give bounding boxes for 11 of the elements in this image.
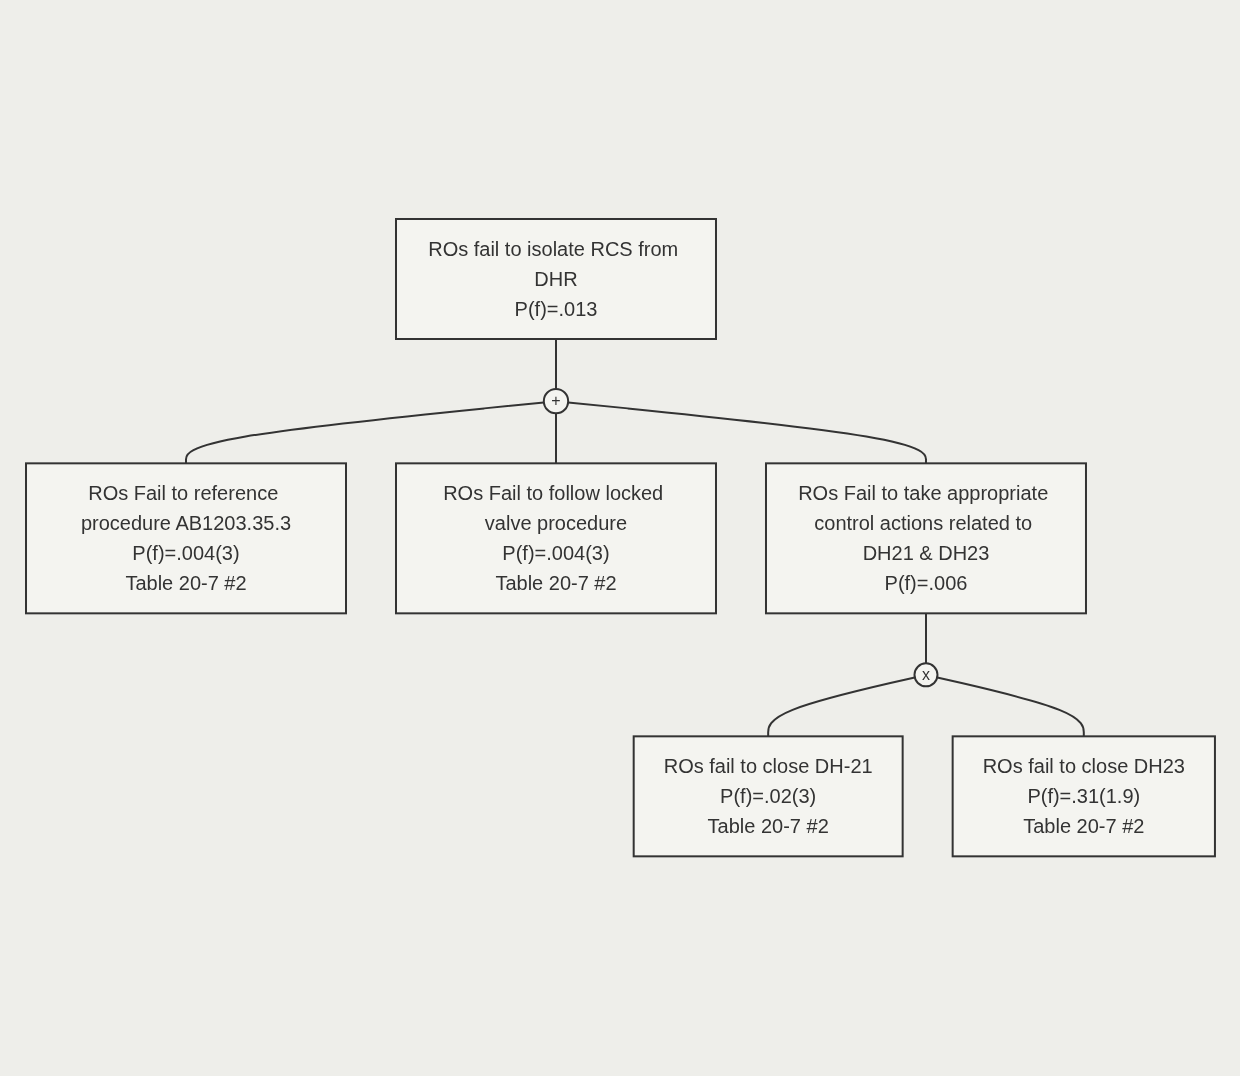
node-box: ROs Fail to reference procedure AB1203.35.3 P(f)=.004(3) Table 20-7 #2	[24, 462, 347, 615]
node-box: ROs Fail to take appropriate control actions related to DH21 & DH23 P(f)=.006	[764, 462, 1087, 615]
connector	[554, 412, 557, 465]
connector	[554, 338, 557, 391]
node-box: ROs Fail to follow locked valve procedure P(f)=.004(3) Table 20-7 #2	[394, 462, 717, 615]
connector	[924, 612, 927, 665]
node-box: ROs fail to isolate RCS from DHR P(f)=.013	[394, 218, 717, 341]
node-box: ROs fail to close DH23 P(f)=.31(1.9) Table 20-7 #2	[951, 735, 1216, 858]
node-circle: x	[913, 662, 938, 688]
node-circle: +	[542, 388, 569, 415]
node-box: ROs fail to close DH-21 P(f)=.02(3) Table 20-7 #2	[632, 735, 904, 858]
